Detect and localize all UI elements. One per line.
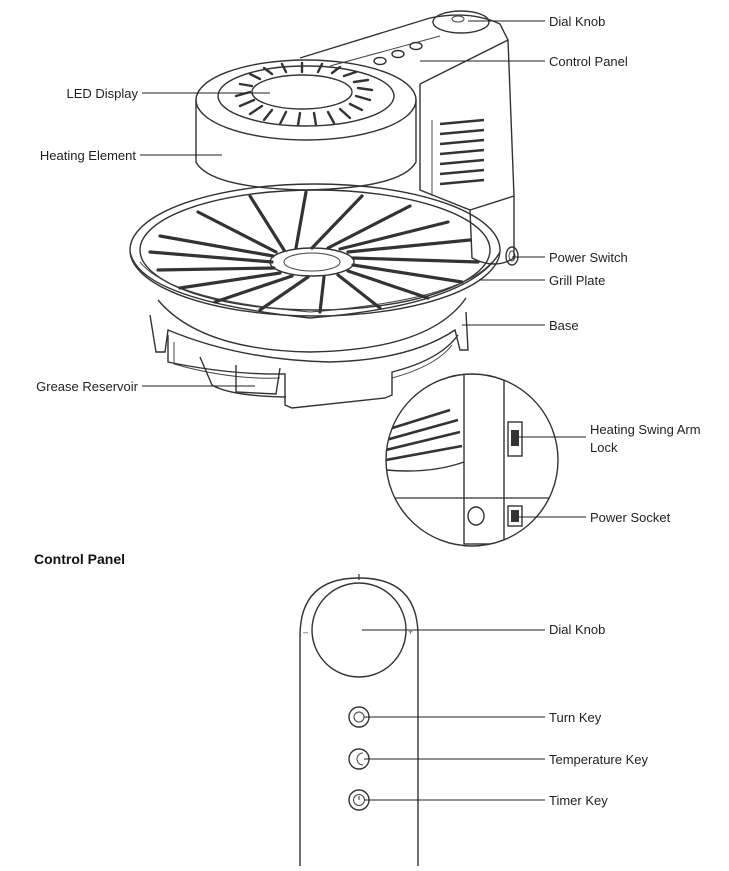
- label-heating-swing-arm-lock: Heating Swing Arm Lock: [590, 422, 701, 455]
- label-heating-element: Heating Element: [39, 148, 136, 163]
- label-turn-key: Turn Key: [549, 710, 602, 725]
- label-led-display: LED Display: [66, 86, 138, 101]
- grease-reservoir-illustration: [199, 356, 287, 398]
- grill-plate-illustration: [129, 183, 501, 319]
- label-power-switch: Power Switch: [549, 250, 628, 265]
- label-timer-key: Timer Key: [549, 793, 608, 808]
- base-illustration: [149, 297, 469, 409]
- label-panel-dial-knob: Dial Knob: [549, 622, 606, 637]
- detail-inset: [385, 373, 559, 547]
- control-panel-section-title: Control Panel: [34, 551, 126, 567]
- label-temperature-key: Temperature Key: [549, 752, 648, 767]
- label-base: Base: [549, 318, 579, 333]
- dial-plus-mark: +: [408, 627, 414, 637]
- label-dial-knob: Dial Knob: [549, 14, 606, 29]
- dial-minus-mark: –: [303, 627, 309, 637]
- swing-arm-illustration: [299, 10, 519, 266]
- label-grill-plate: Grill Plate: [549, 273, 606, 288]
- label-grease-reservoir: Grease Reservoir: [36, 379, 138, 394]
- leader-lines: [140, 20, 586, 801]
- control-panel-illustration: [299, 574, 419, 866]
- label-power-socket: Power Socket: [590, 510, 671, 525]
- heating-element-illustration: [195, 59, 417, 191]
- label-control-panel: Control Panel: [549, 54, 628, 69]
